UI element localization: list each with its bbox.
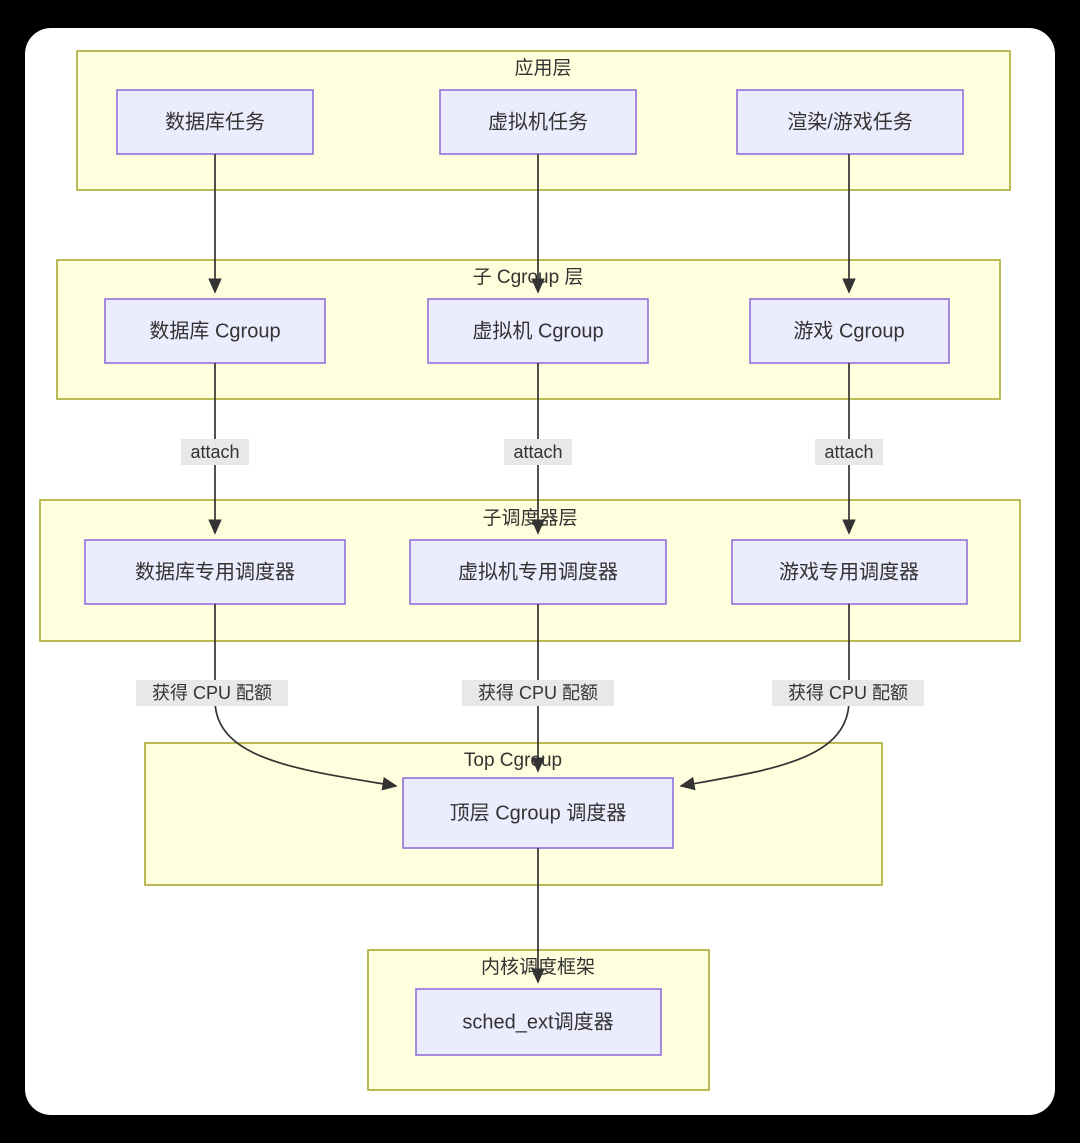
- edge-label-attach-left-bg: [181, 439, 249, 465]
- cluster-top-cgroup-layer: Top Cgroup 顶层 Cgroup 调度器: [144, 742, 883, 886]
- edge-label-attach-middle: attach: [504, 439, 572, 465]
- edge-label-attach-left: attach: [181, 439, 249, 465]
- edge-label-attach-right: attach: [815, 439, 883, 465]
- edge-label-quota-left-text: 获得 CPU 配额: [152, 683, 272, 703]
- edge-label-quota-left: 获得 CPU 配额: [136, 680, 288, 706]
- edge-label-quota-middle-text: 获得 CPU 配额: [478, 683, 598, 703]
- node-top-cgroup-sched-label: 顶层 Cgroup 调度器: [450, 801, 627, 824]
- edge-label-quota-middle: 获得 CPU 配额: [462, 680, 614, 706]
- node-db-task-label: 数据库任务: [165, 110, 265, 133]
- node-vm-task-label: 虚拟机任务: [488, 110, 588, 133]
- edge-label-quota-right-text: 获得 CPU 配额: [788, 683, 908, 703]
- edge-label-quota-left-bg: [136, 680, 288, 706]
- edge-label-attach-middle-text: attach: [513, 442, 562, 462]
- edge-label-quota-right-bg: [772, 680, 924, 706]
- node-game-task-rect[interactable]: [736, 89, 964, 155]
- cluster-child-cgroup-layer-title: 子 Cgroup 层: [473, 267, 584, 288]
- node-vm-cgroup-label: 虚拟机 Cgroup: [472, 319, 603, 342]
- edge-label-attach-right-bg: [815, 439, 883, 465]
- node-sched-ext-label: sched_ext调度器: [462, 1010, 613, 1033]
- edge-label-attach-middle-bg: [504, 439, 572, 465]
- node-db-task-rect[interactable]: [116, 89, 314, 155]
- cluster-app-layer-title: 应用层: [514, 57, 571, 79]
- edge-label-quota-right: 获得 CPU 配额: [772, 680, 924, 706]
- node-game-sched-rect[interactable]: [731, 539, 968, 605]
- node-sched-ext-rect[interactable]: [415, 988, 662, 1056]
- node-game-cgroup-label: 游戏 Cgroup: [793, 319, 904, 342]
- cluster-app-layer: 应用层 数据库任务 虚拟机任务 渲染/游戏任务: [76, 50, 1011, 191]
- node-game-cgroup-rect[interactable]: [749, 298, 950, 364]
- cluster-top-cgroup-layer-title: Top Cgroup: [464, 750, 562, 771]
- edge-db-sched-to-top-cgroup: [214, 604, 398, 791]
- node-top-cgroup-sched-rect[interactable]: [402, 777, 674, 849]
- edge-label-attach-left-text: attach: [190, 442, 239, 462]
- edge-game-sched-to-top-cgroup: [679, 604, 850, 791]
- node-db-sched-label: 数据库专用调度器: [135, 560, 295, 583]
- node-vm-sched-label: 虚拟机专用调度器: [458, 560, 618, 583]
- node-vm-task-rect[interactable]: [439, 89, 637, 155]
- cluster-child-cgroup-layer: 子 Cgroup 层 数据库 Cgroup 虚拟机 Cgroup 游戏 Cgro…: [56, 259, 1001, 400]
- node-vm-cgroup-rect[interactable]: [427, 298, 649, 364]
- node-game-sched-label: 游戏专用调度器: [779, 560, 919, 583]
- node-game-task-label: 渲染/游戏任务: [787, 110, 913, 133]
- node-db-sched-rect[interactable]: [84, 539, 346, 605]
- cluster-child-sched-layer: 子调度器层 数据库专用调度器 虚拟机专用调度器 游戏专用调度器: [39, 499, 1021, 642]
- node-db-cgroup-label: 数据库 Cgroup: [149, 319, 280, 342]
- edge-label-quota-middle-bg: [462, 680, 614, 706]
- cluster-child-sched-layer-title: 子调度器层: [482, 507, 577, 529]
- edge-label-attach-right-text: attach: [824, 442, 873, 462]
